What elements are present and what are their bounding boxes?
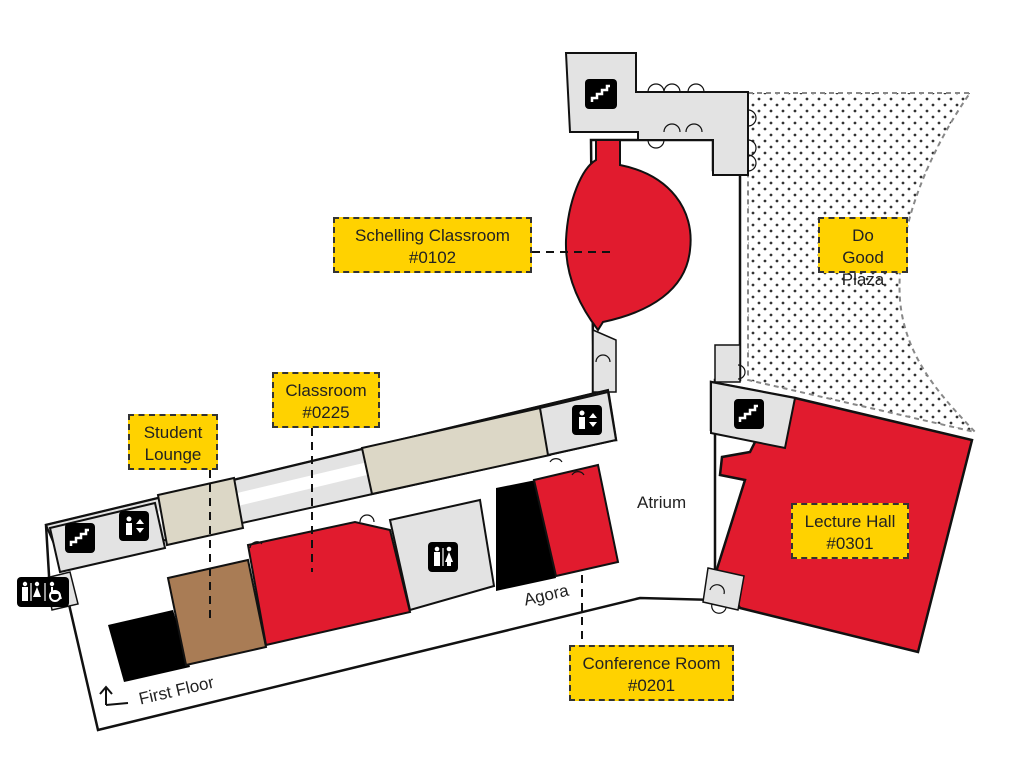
student-lounge-line1: Student: [143, 423, 203, 442]
do-good-plaza-line2: Plaza: [841, 270, 885, 289]
schelling-classroom-number: #0102: [408, 248, 457, 267]
lecture-hall-name: Lecture Hall: [804, 512, 896, 531]
east-door-block: [714, 344, 741, 383]
accessible-restroom-icon: [17, 577, 69, 607]
conference-room-number: #0201: [627, 676, 676, 695]
door-arcs: [249, 83, 757, 614]
conference-room-label: Conference Room #0201: [569, 645, 734, 701]
elevator-icon: [119, 511, 149, 541]
student-lounge-line2: Lounge: [144, 445, 202, 464]
do-good-plaza-label: Do Good Plaza: [818, 217, 908, 289]
stairs-icon: [585, 79, 617, 109]
lecture-hall-number: #0301: [826, 534, 874, 553]
black-room-west: [108, 610, 190, 682]
schelling-classroom-room: [564, 139, 692, 332]
elevator-icon: [572, 405, 602, 435]
first-floor-arrow: [99, 685, 129, 706]
restroom-icon: [428, 542, 458, 572]
do-good-plaza-line1: Do Good: [842, 226, 884, 267]
classroom-0225-room: [246, 520, 412, 647]
schelling-classroom-name: Schelling Classroom: [355, 226, 510, 245]
classroom-0225-name: Classroom: [285, 381, 367, 400]
lecture-hall-label: Lecture Hall #0301: [791, 503, 909, 559]
leader-lines: [209, 251, 612, 645]
student-lounge-label: Student Lounge: [128, 414, 218, 470]
stairs-icon: [65, 523, 95, 553]
atrium-label: Atrium: [637, 493, 687, 512]
classroom-0225-number: #0225: [302, 403, 350, 422]
classroom-0225-label: Classroom #0225: [272, 372, 380, 428]
schelling-door-block: [592, 328, 617, 393]
schelling-classroom-label: Schelling Classroom #0102: [333, 217, 532, 273]
student-lounge-room: [166, 558, 268, 667]
conference-room-name: Conference Room: [582, 654, 721, 673]
stairs-icon: [734, 399, 764, 429]
conference-room-0201: [532, 463, 620, 578]
beige-room-lounge-top: [156, 476, 245, 547]
